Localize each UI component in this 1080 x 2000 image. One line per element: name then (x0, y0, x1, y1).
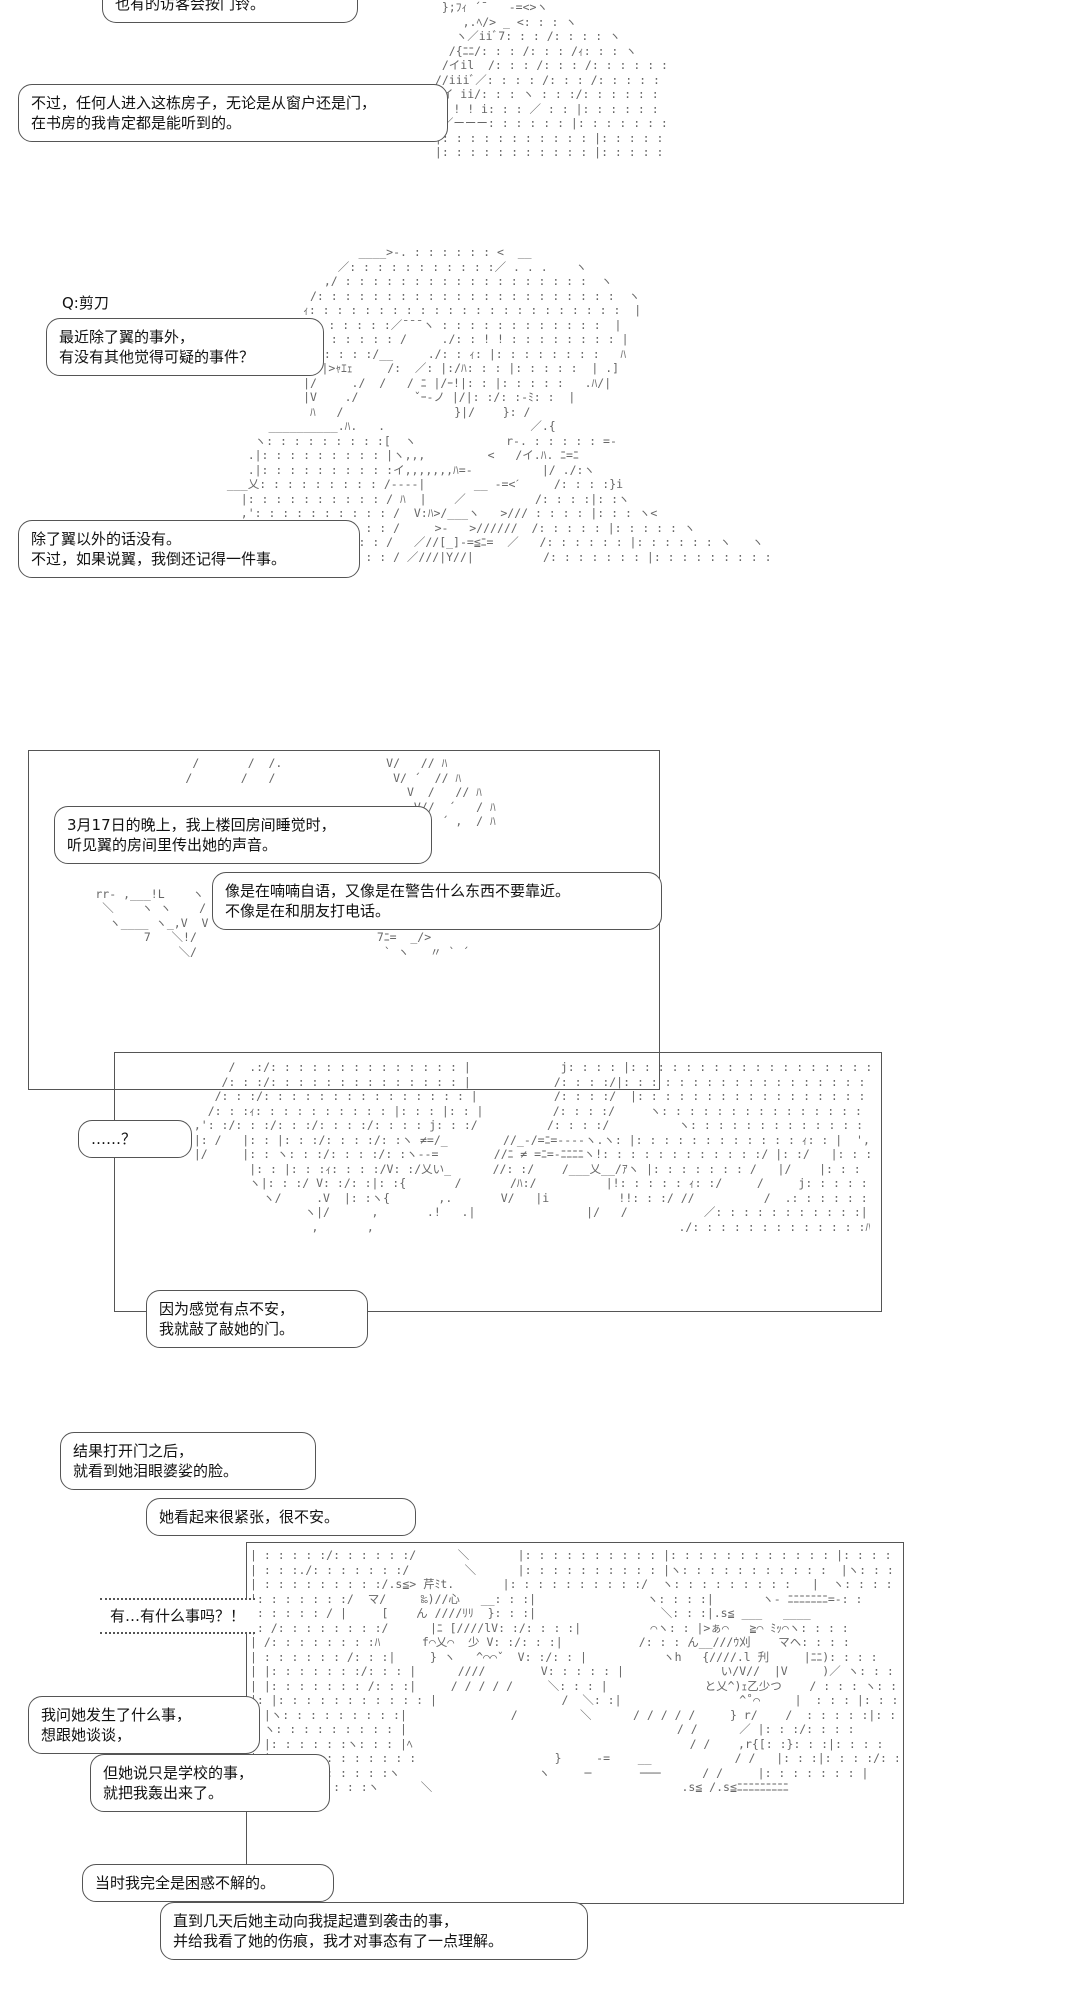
speech-bubble-opened-door: 结果打开门之后， 就看到她泪眼婆娑的脸。 (60, 1432, 316, 1490)
bubble-line: 3月17日的晚上，我上楼回房间睡觉时， (67, 816, 336, 834)
shout-text: 有…有什么事吗？！ (110, 1607, 246, 1625)
bubble-line: 结果打开门之后， (73, 1442, 194, 1460)
speech-bubble-confused: 当时我完全是困惑不解的。 (82, 1864, 334, 1902)
speech-bubble-question: 最近除了翼的事外， 有没有其他觉得可疑的事件？ (46, 318, 324, 376)
character-ascii-art-2: ____>-. : : : : : : < __ ／: : : : : : : … (220, 245, 780, 564)
speech-bubble-knocked: 因为感觉有点不安， 我就敲了敲她的门。 (146, 1290, 368, 1348)
bubble-line: 不像是在和朋友打电话。 (225, 902, 391, 920)
bubble-line: 在书房的我肯定都是能听到的。 (31, 114, 242, 132)
speech-bubble-asked: 我问她发生了什么事， 想跟她谈谈， (28, 1696, 260, 1754)
speech-bubble-ellipsis: ……？ (78, 1120, 192, 1158)
bubble-line: 她看起来很紧张，很不安。 (159, 1508, 340, 1526)
speech-bubble-march17: 3月17日的晚上，我上楼回房间睡觉时， 听见翼的房间里传出她的声音。 (54, 806, 432, 864)
speech-bubble-doorbell: 也有的访客会按门铃。 (102, 0, 358, 23)
panel-frame-door (114, 1052, 882, 1312)
bubble-line: 但她说只是学校的事， (103, 1764, 254, 1782)
bubble-line: 不过，任何人进入这栋房子，无论是从窗户还是门， (31, 94, 377, 112)
speech-bubble-hear-everything: 不过，任何人进入这栋房子，无论是从窗户还是门， 在书房的我肯定都是能听到的。 (18, 84, 448, 142)
bubble-line: 听见翼的房间里传出她的声音。 (67, 836, 278, 854)
tearful-face-ascii-art: | : : : : :/: : : : : :/ ＼ |: : : : : : … (250, 1548, 898, 1794)
bubble-line: ……？ (91, 1130, 137, 1148)
bubble-line: 并给我看了她的伤痕，我才对事态有了一点理解。 (173, 1932, 504, 1950)
bubble-line: 像是在喃喃自语，又像是在警告什么东西不要靠近。 (225, 882, 571, 900)
bubble-line: 除了翼以外的话没有。 (31, 530, 182, 548)
speech-bubble-kicked-out: 但她说只是学校的事， 就把我轰出来了。 (90, 1754, 330, 1812)
bubble-line: 就把我轰出来了。 (103, 1784, 224, 1802)
bubble-line: 直到几天后她主动向我提起遭到袭击的事， (173, 1912, 459, 1930)
bubble-line: 我问她发生了什么事， (41, 1706, 192, 1724)
speech-bubble-answer: 除了翼以外的话没有。 不过，如果说翼，我倒还记得一件事。 (18, 520, 360, 578)
bubble-line: 想跟她谈谈， (41, 1726, 132, 1744)
bubble-line: 当时我完全是困惑不解的。 (95, 1874, 276, 1892)
character-ascii-art-1: };ﾌｨ ´ˉ -=<>ヽ ,.ﾍ/> _ <: : : ヽ ヽ／iiﾞ7: :… (428, 0, 668, 159)
bubble-line: 我就敲了敲她的门。 (159, 1320, 295, 1338)
door-ascii-art: / .:/: : : : : : : : : : : : : : | j: : … (193, 1060, 870, 1234)
bubble-line: 就看到她泪眼婆娑的脸。 (73, 1462, 239, 1480)
bubble-line: 也有的访客会按门铃。 (115, 0, 266, 13)
speech-bubble-muttering: 像是在喃喃自语，又像是在警告什么东西不要靠近。 不像是在和朋友打电话。 (212, 872, 662, 930)
speech-bubble-understood: 直到几天后她主动向我提起遭到袭击的事， 并给我看了她的伤痕，我才对事态有了一点理… (160, 1902, 588, 1960)
bubble-line: 不过，如果说翼，我倒还记得一件事。 (31, 550, 287, 568)
shout-bubble-what-is-it: 有…有什么事吗？！ (100, 1598, 256, 1634)
question-label: Q:剪刀 (62, 294, 109, 312)
bubble-line: 有没有其他觉得可疑的事件？ (59, 348, 255, 366)
bubble-line: 因为感觉有点不安， (159, 1300, 295, 1318)
bubble-line: 最近除了翼的事外， (59, 328, 195, 346)
speech-bubble-nervous: 她看起来很紧张，很不安。 (146, 1498, 416, 1536)
